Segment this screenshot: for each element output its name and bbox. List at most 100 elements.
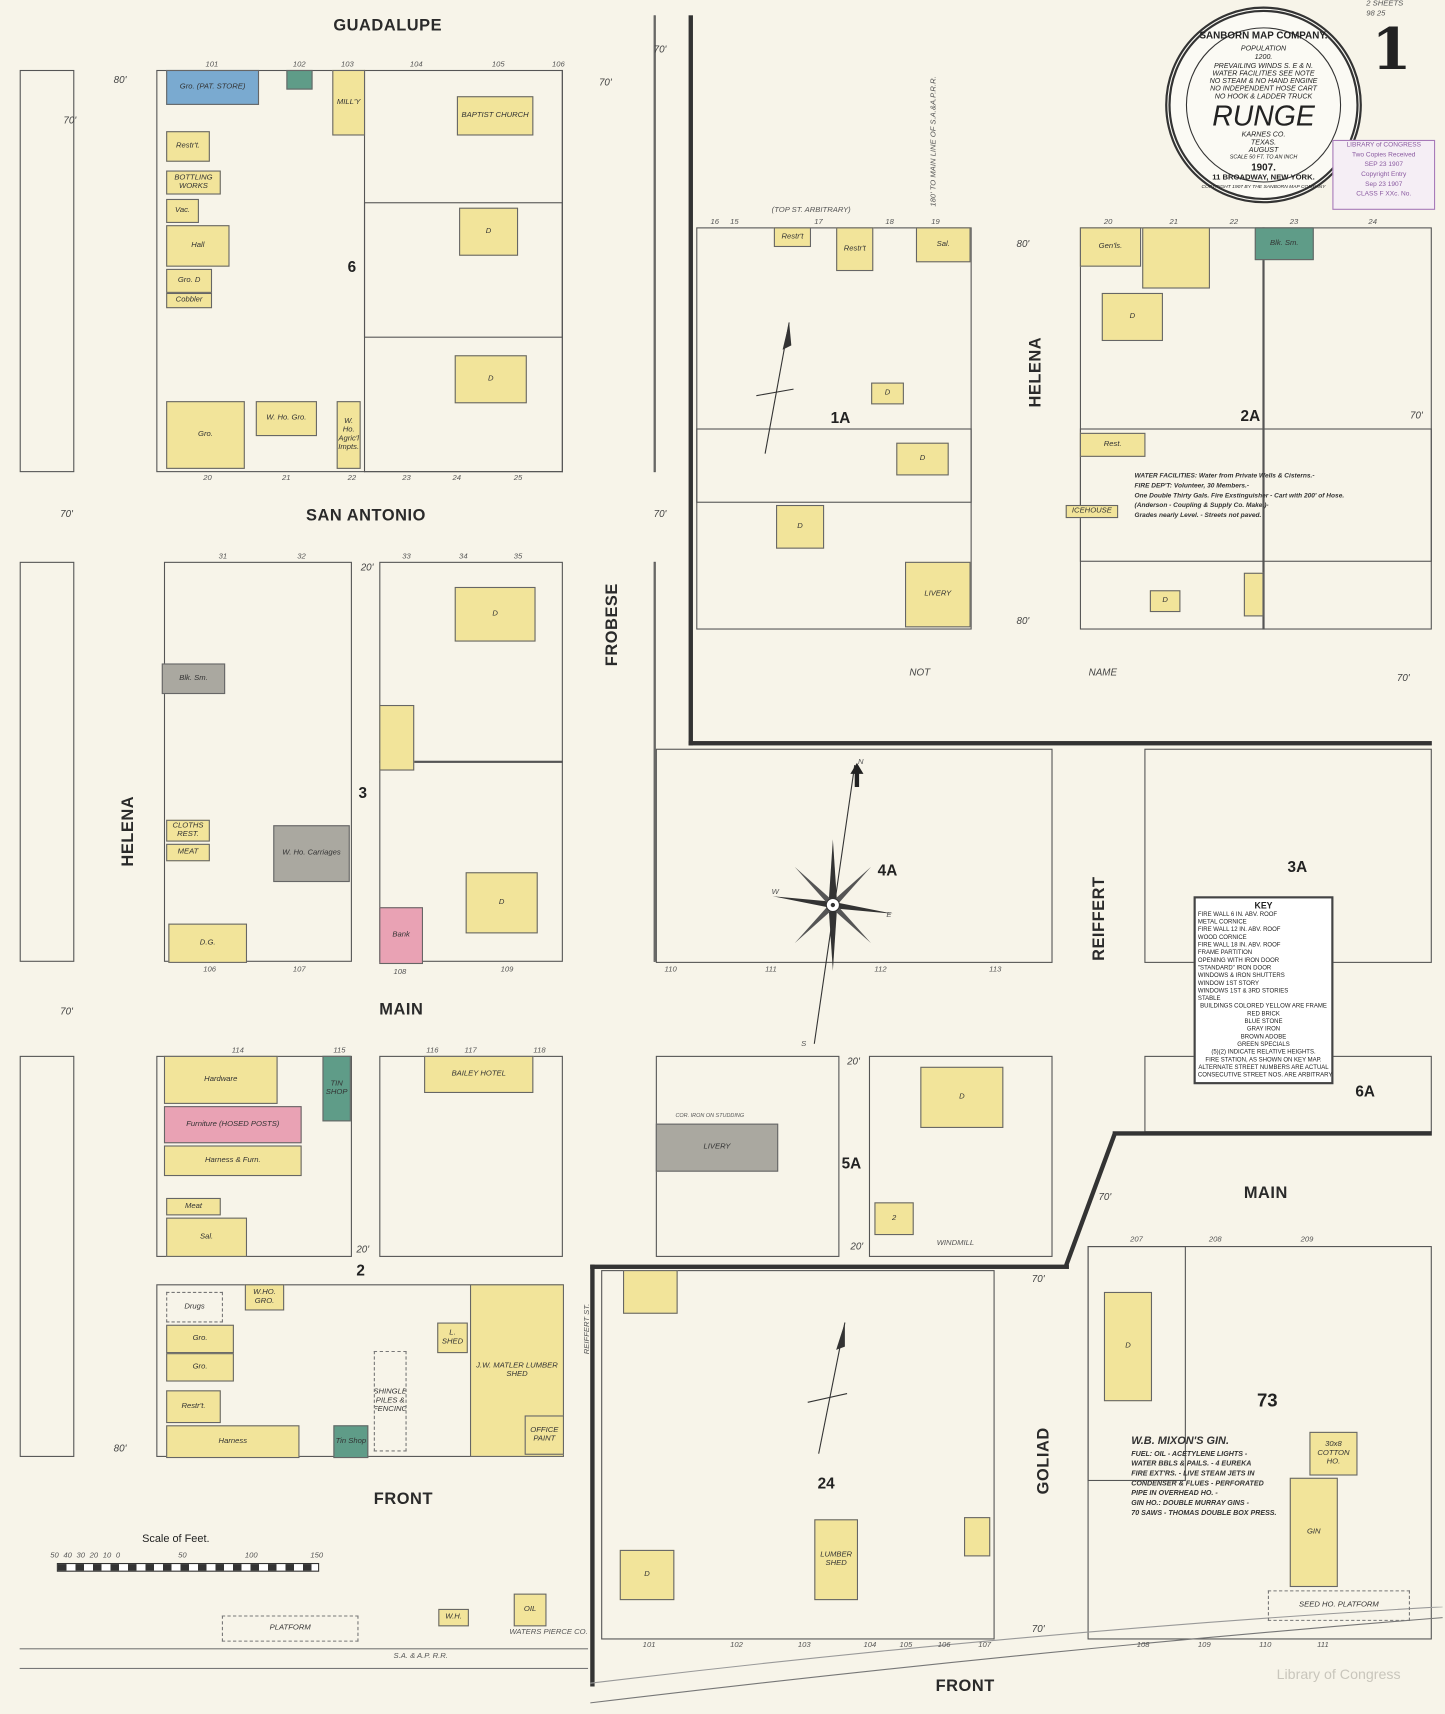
- sheets-code: 98 25: [1366, 9, 1386, 18]
- street-front-west: FRONT: [373, 1489, 434, 1509]
- building-label: Gro. D: [177, 276, 201, 285]
- building: Blk. Sm.: [1254, 227, 1314, 261]
- building-label: Restr't: [781, 232, 804, 241]
- lot-number: 21: [1169, 218, 1179, 227]
- building: Gro.: [166, 1353, 234, 1382]
- dimension-label: 80': [1016, 615, 1030, 627]
- lot-number: 111: [1317, 1641, 1329, 1650]
- dimension-label: 70': [63, 114, 77, 126]
- lot-number: 102: [730, 1641, 743, 1650]
- building: MILL'Y: [332, 69, 366, 136]
- railroad-label: S.A. & A.P. R.R.: [393, 1652, 448, 1661]
- key-entry: WINDOWS & IRON SHUTTERS: [1197, 972, 1285, 980]
- compass-s: S: [801, 1040, 807, 1049]
- building-label: Restr't.: [175, 142, 200, 150]
- building: Harness: [166, 1425, 300, 1459]
- street-guadalupe: GUADALUPE: [333, 16, 443, 35]
- sheets-note: 2 SHEETS: [1366, 0, 1404, 8]
- building-label: Rest.: [1103, 440, 1122, 449]
- lot-number: 22: [1229, 218, 1239, 227]
- street-main-east: MAIN: [1243, 1183, 1288, 1203]
- seal-copyright: COPYRIGHT 1907 BY THE SANBORN MAP COMPAN…: [1201, 183, 1326, 190]
- scale-tick-label: 30: [76, 1552, 86, 1560]
- key-entry: METAL CORNICE: [1197, 919, 1247, 926]
- building-label: Blk. Sm.: [1270, 239, 1299, 248]
- key-entry: GREEN SPECIALS: [1237, 1041, 1290, 1049]
- library-of-congress-stamp: LIBRARY of CONGRESS Two Copies Received …: [1332, 139, 1436, 210]
- key-entry: FIRE WALL 6 IN. ABV. ROOF: [1197, 911, 1278, 919]
- key-title: KEY: [1254, 900, 1273, 911]
- lot-number: 106: [937, 1641, 951, 1650]
- key-entry: "STANDARD" IRON DOOR: [1197, 965, 1272, 972]
- note-line: One Double Thirty Gals. Fire Exstinguish…: [1134, 492, 1345, 500]
- north-arrow-icon: [756, 322, 794, 454]
- building-label: TIN SHOP: [325, 1079, 348, 1097]
- note-line: PIPE IN OVERHEAD HO. -: [1131, 1489, 1218, 1498]
- building: W.HO. GRO.: [244, 1284, 285, 1311]
- block-number: 3A: [1287, 858, 1308, 876]
- lot-number: 103: [341, 61, 354, 69]
- key-entry: GRAY IRON: [1246, 1026, 1281, 1033]
- block-outline: [19, 69, 75, 473]
- building: Restr't: [773, 227, 812, 248]
- building-label: LUMBER SHED: [820, 1550, 853, 1568]
- street-goliad: GOLIAD: [1034, 1427, 1053, 1495]
- lot-number: 23: [1289, 218, 1299, 227]
- sheet-boundary-diagonal: [1063, 1132, 1117, 1268]
- building-label: SHINGLE PILES & FENCING: [373, 1388, 407, 1414]
- lot-number: 21: [281, 474, 291, 483]
- lot-line: [1079, 428, 1432, 562]
- building-label: LIVERY: [924, 590, 952, 598]
- building: D: [459, 207, 519, 256]
- lot-number: 33: [402, 553, 411, 561]
- lot-number: 102: [292, 61, 306, 69]
- dimension-label: 70': [653, 508, 667, 520]
- building: Blk. Sm.: [161, 663, 226, 695]
- stamp-line: Copyright Entry: [1361, 171, 1407, 179]
- building-label: Restr't.: [181, 1402, 206, 1410]
- lot-number: 208: [1208, 1236, 1222, 1244]
- note-line: GIN HO.: DOUBLE MURRAY GINS -: [1131, 1499, 1250, 1508]
- sheet-boundary: [590, 1264, 595, 1687]
- building-label: Sal.: [936, 240, 950, 249]
- building: D: [465, 872, 538, 934]
- lot-number: 116: [426, 1047, 439, 1055]
- building: 30x8 COTTON HO.: [1309, 1431, 1358, 1476]
- building-label: 2: [891, 1214, 897, 1222]
- seal-inner-ring: [1185, 27, 1342, 183]
- sanborn-seal: SANBORN MAP COMPANY. POPULATION 1200. PR…: [1165, 6, 1362, 204]
- building: LUMBER SHED: [814, 1519, 859, 1601]
- lot-number: 115: [333, 1047, 346, 1055]
- building-label: Blk. Sm.: [179, 674, 208, 683]
- lot-number: 105: [899, 1641, 913, 1650]
- building-label: Vac.: [175, 206, 191, 215]
- lot-number: 25: [513, 474, 523, 483]
- stamp-line: SEP 23 1907: [1364, 161, 1404, 169]
- building: Vac.: [166, 198, 199, 223]
- dimension-label: 70': [598, 76, 612, 88]
- main-line-note: 180' TO MAIN LINE OF S.A.&A.P.R.R.: [930, 76, 938, 207]
- building: Gro. (PAT. STORE): [166, 69, 260, 105]
- lot-number: 110: [1259, 1641, 1272, 1650]
- stamp-line: LIBRARY of CONGRESS: [1346, 142, 1421, 149]
- building: PLATFORM: [221, 1615, 359, 1642]
- lot-number: 31: [218, 553, 228, 561]
- building-label: Hall: [191, 241, 205, 250]
- block-number: 2A: [1240, 406, 1261, 425]
- building: Gro.: [166, 1324, 234, 1354]
- compass-n: N: [858, 758, 864, 767]
- seal-scale: SCALE 50 FT. TO AN INCH: [1229, 154, 1298, 161]
- top-street-note: (TOP ST. ARBITRARY): [771, 206, 851, 215]
- key-entry: RED BRICK: [1247, 1011, 1280, 1018]
- scale-tick-label: 150: [310, 1552, 324, 1560]
- sheet-boundary: [590, 1264, 1069, 1269]
- building: BOTTLING WORKS: [166, 170, 221, 195]
- block-6-lots: [363, 202, 563, 338]
- building-label: Furniture (HOSED POSTS): [186, 1120, 280, 1128]
- block-number: 6A: [1355, 1082, 1375, 1100]
- street-reiffert: REIFFERT: [1089, 876, 1109, 961]
- lot-number: 106: [551, 61, 565, 69]
- lot-number: 19: [931, 218, 940, 227]
- street-frobese: FROBESE: [602, 583, 622, 667]
